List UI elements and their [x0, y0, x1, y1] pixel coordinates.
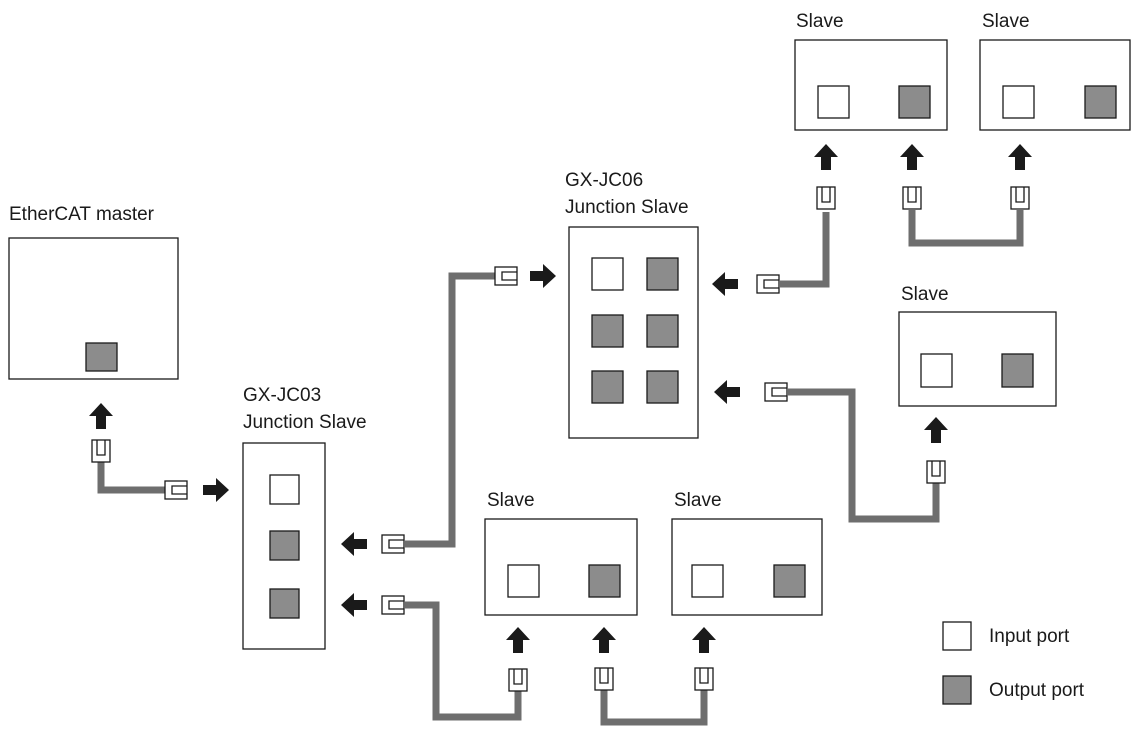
arrow-left-icon	[341, 593, 367, 617]
connector-icon	[91, 439, 111, 463]
slave-top-right: Slave	[979, 11, 1131, 131]
cable-between-top-slaves	[908, 210, 1024, 247]
legend-output-swatch	[942, 675, 972, 705]
slave-bottom-right: Slave	[671, 490, 823, 616]
jc06-output-port	[646, 257, 679, 291]
jc06-box	[568, 226, 699, 439]
connector-icon	[164, 480, 188, 500]
master-output-port	[85, 342, 118, 372]
jc03-model-label: GX-JC03	[243, 385, 321, 406]
slave-bottom-left: Slave	[484, 490, 638, 616]
connector-icon	[508, 668, 528, 692]
slave-mid-right: Slave	[898, 284, 1057, 407]
slave-output-port	[1001, 353, 1034, 388]
connector-icon	[594, 667, 614, 691]
arrow-up-icon	[1008, 144, 1032, 170]
connector-icon	[816, 186, 836, 210]
connector-icon	[381, 595, 405, 615]
connector-icon	[926, 460, 946, 484]
jc06-input-port	[591, 257, 624, 291]
arrow-right-icon	[530, 264, 556, 288]
arrow-up-icon	[924, 417, 948, 443]
slave-label: Slave	[674, 490, 722, 511]
arrow-up-icon	[814, 144, 838, 170]
cable-master-to-jc03	[97, 462, 166, 494]
master-label: EtherCAT master	[9, 204, 155, 225]
arrow-up-icon	[592, 627, 616, 653]
connector-icon	[494, 266, 518, 286]
slave-output-port	[588, 564, 621, 598]
connector-icon	[694, 667, 714, 691]
connector-icon	[756, 274, 780, 294]
legend-output-label: Output port	[989, 680, 1085, 701]
slave-label: Slave	[487, 490, 535, 511]
slave-label: Slave	[982, 11, 1030, 32]
connector-icon	[381, 534, 405, 554]
jc06-output-port	[591, 370, 624, 404]
legend-input-swatch	[942, 621, 972, 651]
connector-icon	[902, 186, 922, 210]
slave-top-left: Slave	[794, 11, 948, 131]
ethercat-master: EtherCAT master	[8, 204, 179, 380]
legend-input-label: Input port	[989, 626, 1070, 647]
cable-jc06-to-top-slaves	[780, 212, 830, 288]
arrow-up-icon	[900, 144, 924, 170]
slave-output-port	[773, 564, 806, 598]
slave-input-port	[507, 564, 540, 598]
arrow-left-icon	[341, 532, 367, 556]
jc06-model-label: GX-JC06	[565, 170, 643, 191]
jc06-output-port	[646, 314, 679, 348]
junction-slave-jc03: GX-JC03 Junction Slave	[242, 385, 367, 650]
junction-slave-jc06: GX-JC06 Junction Slave	[565, 170, 699, 439]
jc06-output-port	[646, 370, 679, 404]
legend: Input port Output port	[942, 621, 1085, 705]
cable-jc03-to-bottom-slaves	[405, 601, 522, 721]
cable-jc06-to-mid-slave	[788, 388, 940, 523]
cable-jc03-to-jc06	[405, 272, 496, 548]
arrow-up-icon	[89, 403, 113, 429]
arrow-up-icon	[506, 627, 530, 653]
arrow-left-icon	[712, 272, 738, 296]
arrow-right-icon	[203, 478, 229, 502]
jc06-type-label: Junction Slave	[565, 197, 689, 218]
jc03-input-port	[269, 474, 300, 505]
jc06-output-port	[591, 314, 624, 348]
slave-output-port	[898, 85, 931, 119]
arrow-up-icon	[692, 627, 716, 653]
connector-icon	[1010, 186, 1030, 210]
jc03-output-port	[269, 530, 300, 561]
slave-input-port	[691, 564, 724, 598]
arrow-left-icon	[714, 380, 740, 404]
slave-label: Slave	[796, 11, 844, 32]
slave-input-port	[1002, 85, 1035, 119]
slave-input-port	[817, 85, 850, 119]
cables	[97, 210, 1024, 726]
slave-input-port	[920, 353, 953, 388]
cable-between-bottom-slaves	[600, 690, 708, 726]
jc03-output-port	[269, 588, 300, 619]
slave-label: Slave	[901, 284, 949, 305]
slave-output-port	[1084, 85, 1117, 119]
connector-icon	[764, 382, 788, 402]
jc03-type-label: Junction Slave	[243, 412, 367, 433]
